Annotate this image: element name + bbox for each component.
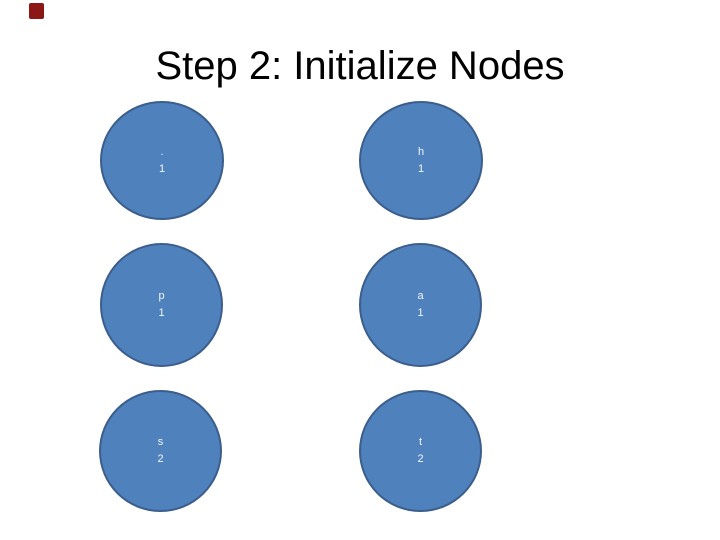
node-count: 2 [417,453,424,465]
node-count: 1 [417,162,425,175]
node-circle-s: s 2 [99,390,222,512]
slide-title: Step 2: Initialize Nodes [155,44,565,88]
node-circle-period: . 1 [100,101,224,220]
node-char: p [158,290,165,302]
node-circle-h: h 1 [359,101,483,220]
node-count: 2 [157,453,164,465]
node-count: 1 [158,162,166,175]
node-char: . [160,145,164,158]
node-circle-a: a 1 [359,243,482,367]
node-char: s [157,436,164,448]
node-count: 1 [417,307,424,319]
node-char: h [417,145,425,158]
node-count: 1 [158,307,165,319]
node-char: a [417,290,424,302]
node-char: t [418,436,423,448]
node-circle-p: p 1 [100,243,223,367]
corner-mark [29,3,44,19]
node-circle-t: t 2 [359,390,482,512]
